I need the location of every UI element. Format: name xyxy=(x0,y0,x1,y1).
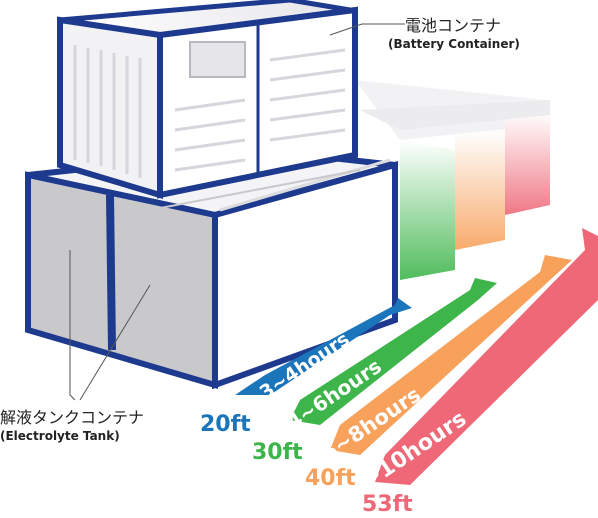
electrolyte-tank-label-en: (Electrolyte Tank) xyxy=(0,429,120,443)
band-20ft xyxy=(235,298,412,395)
electrolyte-tank-label: 解液タンクコンテナ xyxy=(0,408,145,427)
band-30ft xyxy=(290,278,497,425)
leader-lines xyxy=(69,23,405,401)
band-53ft xyxy=(375,228,598,485)
size-label-30ft: 30ft xyxy=(252,440,303,465)
battery-container-label: 電池コンテナ xyxy=(405,16,502,35)
size-label-20ft: 20ft xyxy=(200,412,251,437)
size-label-40ft: 40ft xyxy=(305,466,356,491)
battery-container xyxy=(57,0,358,200)
size-label-53ft: 53ft xyxy=(362,492,413,517)
band-40ft xyxy=(330,255,572,455)
extension-modules xyxy=(355,80,550,280)
battery-container-label-en: (Battery Container) xyxy=(388,37,520,51)
